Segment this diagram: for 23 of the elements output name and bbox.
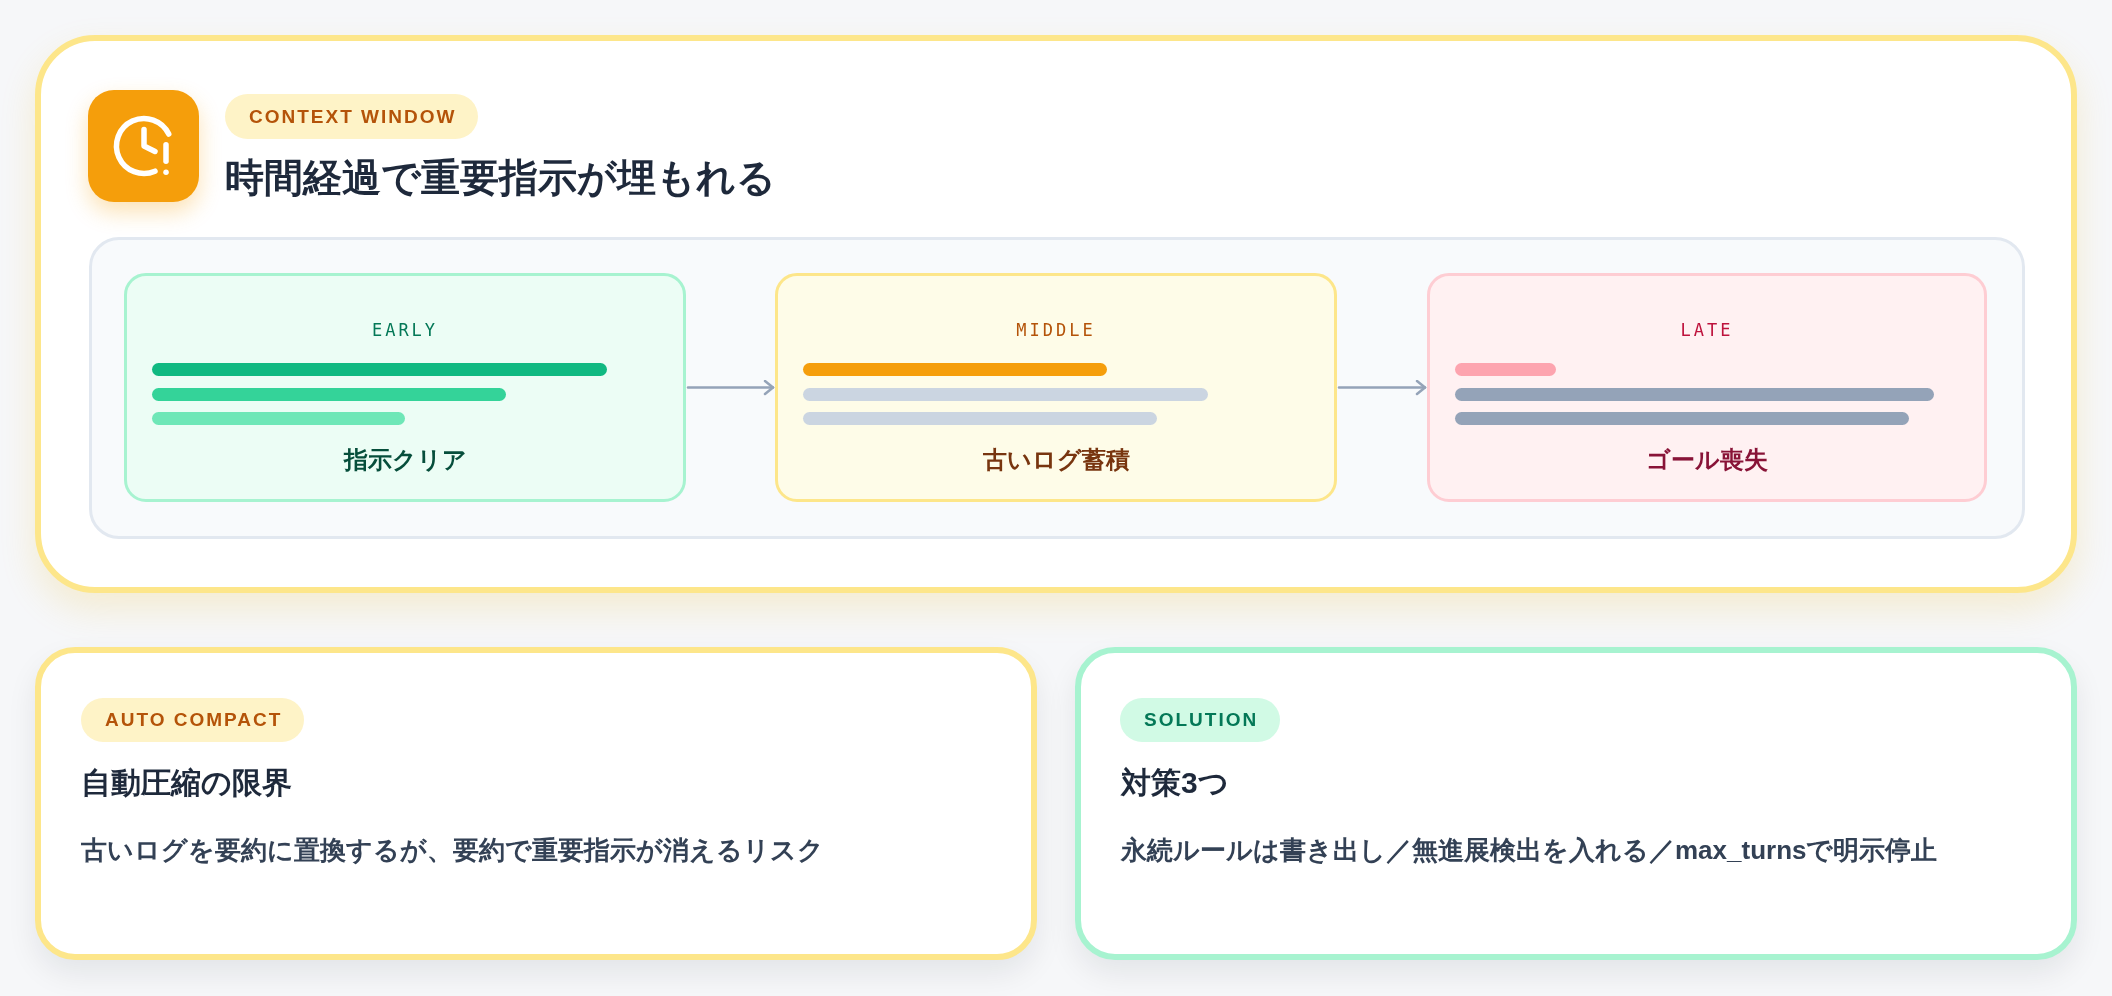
card <box>35 647 1037 960</box>
stage-card <box>1427 273 1987 502</box>
stage-label: MIDDLE <box>1016 319 1096 341</box>
stage-card <box>124 273 686 502</box>
category-tag: AUTO COMPACT <box>81 698 305 742</box>
body-text: 古いログを要約に置換するが、要約で重要指示が消えるリスク <box>81 834 825 867</box>
inset-panel <box>89 237 2025 539</box>
card <box>35 35 2077 593</box>
stage-card <box>775 273 1337 502</box>
stage-label: LATE <box>1680 319 1734 341</box>
heading: 自動圧縮の限界 <box>81 765 292 801</box>
body-text: 永続ルールは書き出し／無進展検出を入れる／max_turnsで明示停止 <box>1121 834 1939 867</box>
category-tag: CONTEXT WINDOW <box>225 94 479 139</box>
arrow <box>1337 379 1427 396</box>
heading: 時間経過で重要指示が埋もれる <box>225 155 776 201</box>
category-tag: SOLUTION <box>1120 698 1281 742</box>
stage-caption: 指示クリア <box>343 445 467 475</box>
arrow <box>686 379 775 396</box>
card <box>1075 647 2077 960</box>
stage-caption: 古いログ蓄積 <box>982 445 1130 475</box>
stage-label: EARLY <box>371 319 439 341</box>
stage-caption: ゴール喪失 <box>1646 445 1768 475</box>
heading: 対策3つ <box>1121 765 1229 801</box>
